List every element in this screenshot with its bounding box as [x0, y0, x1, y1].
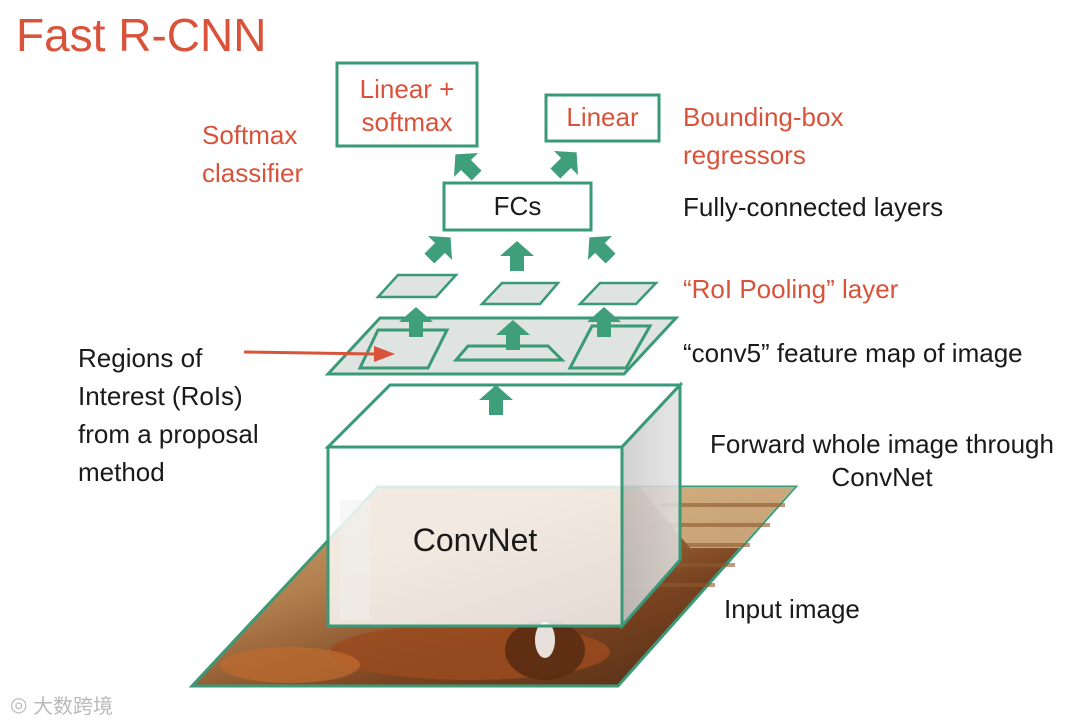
roi-region-2	[452, 344, 566, 362]
diagram-title: Fast R-CNN	[16, 9, 267, 61]
watermark-logo-icon: ◎	[10, 694, 28, 716]
arrow-roi-pool-1	[399, 307, 433, 337]
linear-label: Linear	[566, 102, 639, 132]
arrow-fc-to-softmax	[453, 152, 482, 181]
bbox-regressors-label: Bounding-box regressors	[683, 102, 844, 170]
forward-image-label: Forward whole image through ConvNet	[710, 429, 1054, 492]
roi-region-3	[567, 324, 653, 370]
arrow-fc-to-linear	[550, 150, 579, 179]
arrow-pool-to-fc-3	[587, 235, 616, 264]
linear-softmax-label: Linear + softmax	[359, 74, 455, 137]
arrow-pool-to-fc-2	[500, 241, 534, 271]
conv5-feature-map	[324, 316, 680, 376]
conv5-label: “conv5” feature map of image	[683, 338, 1023, 368]
regions-of-interest-label: Regions of Interest (RoIs) from a propos…	[78, 343, 259, 487]
softmax-classifier-label: Softmax classifier	[202, 120, 304, 188]
roi-pointer-arrow	[243, 346, 395, 362]
roi-region-1	[357, 328, 450, 370]
watermark: ◎ 大数跨境	[10, 694, 114, 718]
arrow-roi-pool-2	[496, 320, 530, 350]
fully-connected-label: Fully-connected layers	[683, 192, 944, 222]
input-image-label: Input image	[724, 594, 860, 624]
roi-pooled-2	[479, 281, 561, 306]
convnet-label: ConvNet	[412, 522, 538, 558]
linear-softmax-box	[335, 61, 479, 148]
arrow-pool-to-fc-1	[424, 235, 453, 264]
linear-box	[544, 93, 661, 143]
roi-pooled-3	[577, 281, 659, 306]
roi-pooling-label: “RoI Pooling” layer	[683, 274, 899, 304]
arrow-roi-pool-3	[587, 307, 621, 337]
block-arrows	[399, 150, 621, 415]
roi-pooled-1	[375, 273, 459, 299]
arrow-image-to-conv5	[479, 385, 513, 415]
convnet-front-face	[326, 445, 624, 628]
fcs-box	[442, 181, 593, 232]
fcs-label: FCs	[493, 191, 542, 221]
